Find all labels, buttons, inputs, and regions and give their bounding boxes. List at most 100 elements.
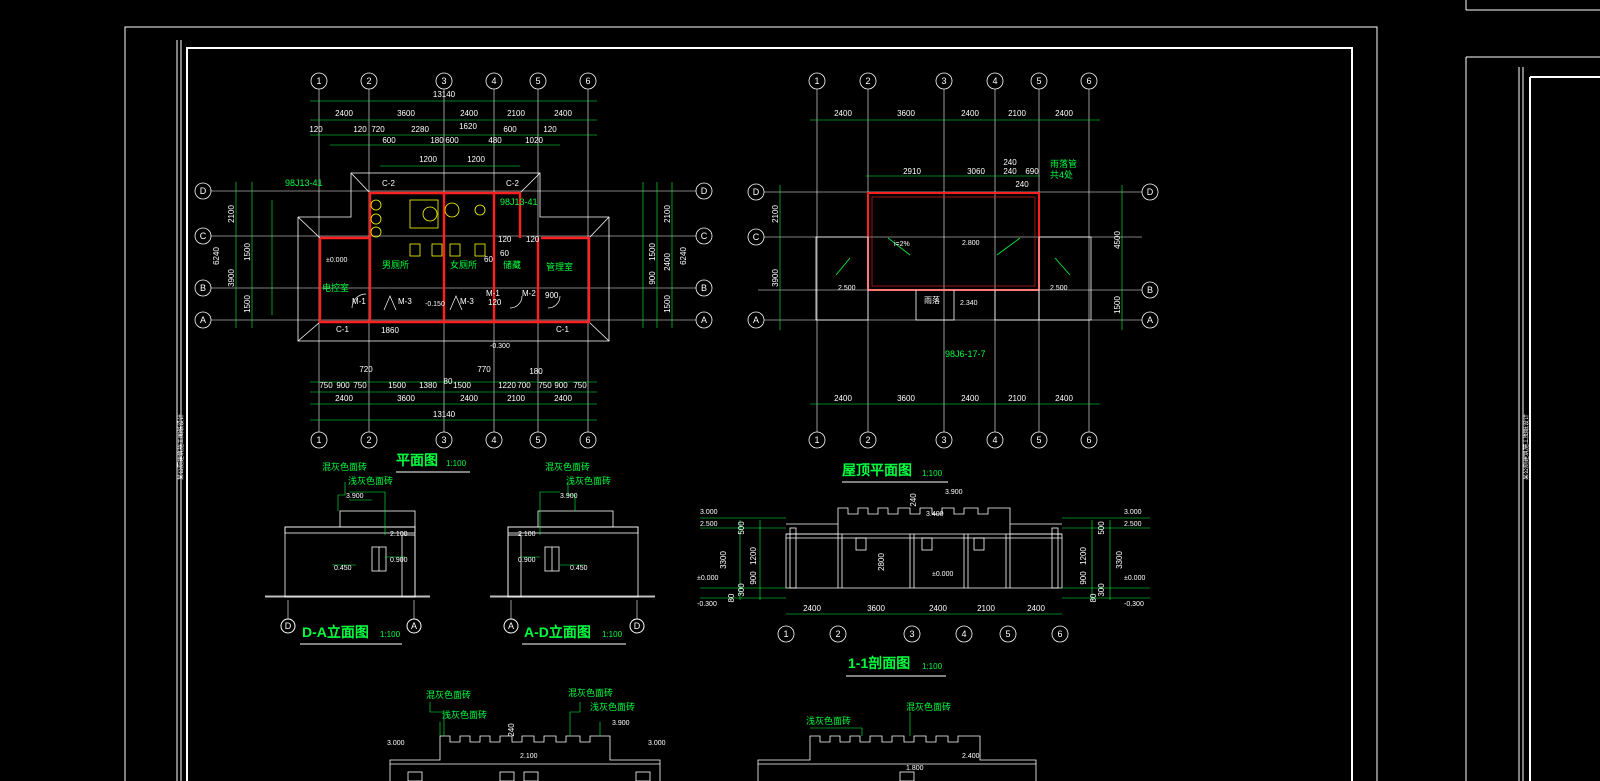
side-strip-text-right: 某公厕建筑施工图纸设计 <box>1522 414 1530 480</box>
roof-axis-D-left: D <box>753 187 760 197</box>
section-dim-bottom-2: 3600 <box>867 604 885 613</box>
plan-room-manager: 管理室 <box>546 261 573 272</box>
elevation-d-a[interactable]: 混灰色面砖 浅灰色面砖 3.900 2.100 0.450 0.900 D A … <box>265 461 430 645</box>
section-level-top-3900: 3.900 <box>945 489 963 496</box>
plan-side-right-2: 1500 <box>648 243 657 261</box>
plan-axis-5-top: 5 <box>535 76 540 86</box>
section-dim-left-80: 80 <box>727 593 736 602</box>
section-outline <box>785 507 1063 589</box>
elevation-lower-left[interactable]: 混灰色面砖 浅灰色面砖 浅灰色面砖 混灰色面砖 3.000 3.900 3.00… <box>387 687 666 781</box>
section-level-left-3000: 3.000 <box>700 509 718 516</box>
section-dim-bottom-1: 2400 <box>803 604 821 613</box>
plan-axis-A-left: A <box>200 315 206 325</box>
plan-axis-C-left: C <box>200 231 207 241</box>
section-1-1[interactable]: 3.000 2.500 ±0.000 -0.300 3.900 3.400 ±0… <box>697 489 1150 677</box>
plan-total-width-top: 13140 <box>433 90 456 99</box>
roof-level-2500-left: 2.500 <box>838 285 856 292</box>
elev3-level-3900: 3.900 <box>612 720 630 727</box>
roof-axis-5-bottom: 5 <box>1036 435 1041 445</box>
plan-dim-bottom-11: 900 <box>554 381 568 390</box>
section-axis-1: 1 <box>783 629 788 639</box>
plan-window-c1-left: C-1 <box>336 325 349 334</box>
plan-dim-second-5: 1620 <box>459 122 477 131</box>
plan-side-left-1: 2100 <box>227 205 236 223</box>
plan-dim-bottom-2: 900 <box>336 381 350 390</box>
plan-room-dim-4: 120 <box>488 298 502 307</box>
elevation-lower-right[interactable]: 浅灰色面砖 混灰色面砖 1.800 2.400 <box>757 701 1037 781</box>
elev3-dim-240: 240 <box>507 723 516 737</box>
plan-side-right-4: 6240 <box>679 247 688 265</box>
plan-window-c1-right: C-1 <box>556 325 569 334</box>
elev2-title: A-D立面图 <box>524 624 591 640</box>
roof-slope: i=2% <box>894 241 910 248</box>
roof-drain-arrows <box>835 237 1071 276</box>
plan-dimension-lines <box>235 100 673 421</box>
plan-dim-second-6: 600 <box>503 125 517 134</box>
plan-axis-B-right: B <box>701 283 707 293</box>
elev1-level-0450: 0.450 <box>334 565 352 572</box>
roof-axis-4-bottom: 4 <box>992 435 997 445</box>
roof-axis-6-top: 6 <box>1086 76 1091 86</box>
roof-ref: 98J6-17-7 <box>945 349 986 359</box>
section-dim-bottom-3: 2400 <box>929 604 947 613</box>
plan-dim-second-2: 120 <box>353 125 367 134</box>
plan-dim-bottom-1: 750 <box>319 381 333 390</box>
plan-dim-second-7: 120 <box>543 125 557 134</box>
plan-side-left-4: 6240 <box>212 247 221 265</box>
elev3-level-3000-left: 3.000 <box>387 740 405 747</box>
plan-dim-second-3: 720 <box>371 125 385 134</box>
plan-dim-bottomrow-5: 2400 <box>554 394 572 403</box>
elev1-title: D-A立面图 <box>302 624 369 640</box>
elev3-level-2100: 2.100 <box>520 753 538 760</box>
side-strip-text-left: 某公厕建筑施工图纸设计 <box>177 414 185 480</box>
section-axis-6: 6 <box>1057 629 1062 639</box>
plan-room-storage: 储藏 <box>503 259 521 270</box>
plan-ref-2: 98J13-41 <box>500 197 538 207</box>
elev4-material-2: 混灰色面砖 <box>906 701 951 712</box>
elev2-level-3900: 3.900 <box>560 493 578 500</box>
elev1-material-1: 混灰色面砖 <box>322 461 367 472</box>
elev1-level-2100: 2.100 <box>390 531 408 538</box>
elev2-level-0900: 0.900 <box>518 557 536 564</box>
section-dim-right-3300: 3300 <box>1115 551 1124 569</box>
plan-axis-D-left: D <box>200 186 207 196</box>
section-axis-4: 4 <box>961 629 966 639</box>
plan-title: 平面图 <box>396 452 438 468</box>
plan-door-m3-left: M-3 <box>398 297 412 306</box>
roof-note-line1: 雨落管 <box>1050 158 1077 169</box>
plan-axis-6-bottom: 6 <box>585 435 590 445</box>
roof-scale: 1:100 <box>922 469 943 478</box>
section-dim-bottom-4: 2100 <box>977 604 995 613</box>
plan-axis-3-bottom: 3 <box>441 435 446 445</box>
plan-dim-bottom-12: 750 <box>573 381 587 390</box>
section-dim-left-3300: 3300 <box>719 551 728 569</box>
roof-dim-top-5: 2400 <box>1055 109 1073 118</box>
floor-plan[interactable]: 1 2 3 4 5 6 1 2 3 4 5 6 D C B A D C B A … <box>194 72 713 473</box>
plan-room-dim-1: 120 <box>498 235 512 244</box>
roof-inner-dim-6: 240 <box>1015 180 1029 189</box>
elev3-leaders <box>429 702 601 736</box>
roof-axis-A-right: A <box>1147 315 1153 325</box>
roof-note-line2: 共4处 <box>1050 169 1073 180</box>
elev1-level-0900: 0.900 <box>390 557 408 564</box>
plan-dim-third-2: 180 <box>430 136 444 145</box>
section-axis-bubbles <box>777 625 1069 643</box>
roof-axis-3-top: 3 <box>941 76 946 86</box>
elev4-leaders <box>810 712 911 736</box>
elev2-outline <box>490 510 655 598</box>
plan-dim-third-5: 1020 <box>525 136 543 145</box>
plan-dim-bottomrow-4: 2100 <box>507 394 525 403</box>
roof-dim-bottom-5: 2400 <box>1055 394 1073 403</box>
elev2-scale: 1:100 <box>602 630 623 639</box>
plan-dim-bottom-7: 1500 <box>453 381 471 390</box>
roof-axis-4-top: 4 <box>992 76 997 86</box>
section-dim-lines <box>700 517 1150 615</box>
roof-axis-D-right: D <box>1147 187 1154 197</box>
plan-room-dim-5: 60 <box>500 249 509 258</box>
plan-room-control: 电控室 <box>322 282 349 293</box>
roof-axis-2-bottom: 2 <box>865 435 870 445</box>
elevation-a-d[interactable]: 混灰色面砖 浅灰色面砖 3.900 2.100 0.900 0.450 A D … <box>490 461 655 645</box>
roof-plan[interactable]: 1 2 3 4 5 6 1 2 3 4 5 6 D C A D B A 2400… <box>747 72 1159 483</box>
elev4-level-1800: 1.800 <box>906 765 924 772</box>
